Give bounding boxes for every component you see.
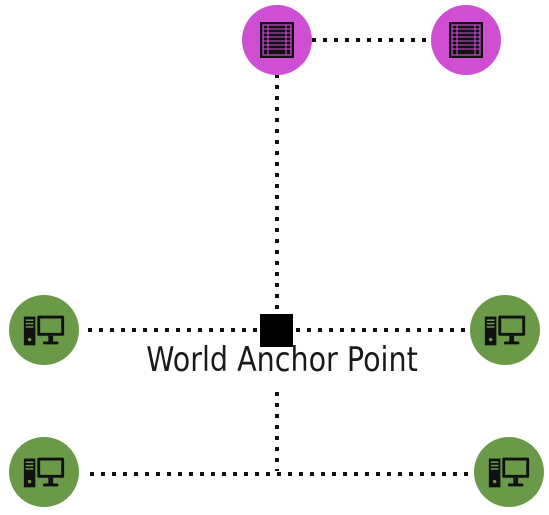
computer-node[interactable] [9, 437, 79, 507]
computer-node[interactable] [474, 437, 544, 507]
world-anchor-square[interactable] [260, 314, 293, 347]
connection-lines [88, 38, 477, 476]
server-rack-icon [448, 21, 484, 59]
computer-node[interactable] [9, 295, 79, 365]
server-node[interactable] [431, 5, 501, 75]
server-node[interactable] [242, 5, 312, 75]
computer-node[interactable] [470, 295, 540, 365]
server-rack-icon [259, 21, 295, 59]
anchor-label: World Anchor Point [146, 340, 418, 380]
